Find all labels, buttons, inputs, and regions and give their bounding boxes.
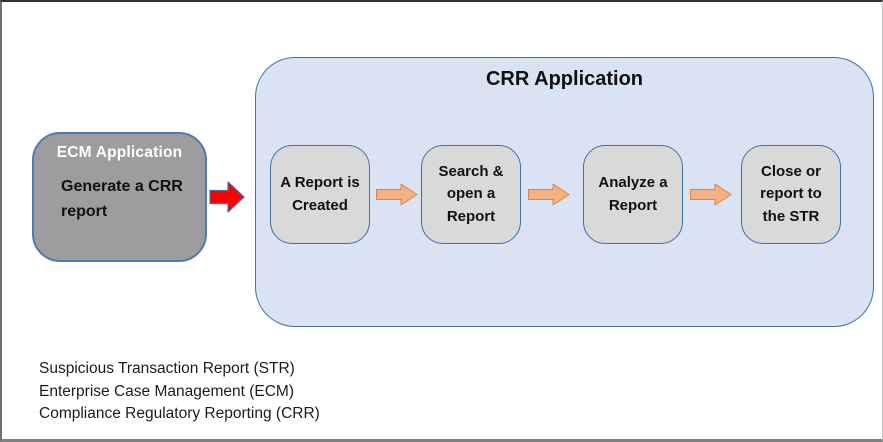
- legend: Suspicious Transaction Report (STR) Ente…: [39, 358, 320, 426]
- red-arrow-icon: [209, 181, 245, 213]
- flow-arrow-icon: [528, 183, 570, 206]
- step-box-close-or-report-str: Close or report to the STR: [741, 145, 841, 244]
- step-label: Search & open a Report: [438, 162, 504, 225]
- step-box-report-created: A Report is Created: [270, 145, 370, 244]
- flow-arrow-icon: [690, 183, 732, 206]
- step-box-search-open-report: Search & open a Report: [421, 145, 521, 244]
- ecm-box-title: ECM Application: [56, 144, 183, 161]
- ecm-box-body: Generate a CRR report: [61, 178, 183, 220]
- legend-line-crr: Compliance Regulatory Reporting (CRR): [39, 405, 320, 422]
- step-label: A Report is Created: [280, 174, 360, 214]
- crr-application-container: CRR Application A Report is Created Sear…: [255, 57, 874, 327]
- legend-line-ecm: Enterprise Case Management (ECM): [39, 382, 294, 400]
- step-label: Close or report to the STR: [760, 162, 822, 225]
- ecm-application-box: ECM Application Generate a CRR report: [32, 132, 207, 262]
- legend-line-str: Suspicious Transaction Report (STR): [39, 360, 295, 377]
- step-label: Analyze a Report: [598, 174, 668, 214]
- step-box-analyze-report: Analyze a Report: [583, 145, 683, 244]
- flow-arrow-icon: [376, 183, 418, 206]
- crr-container-title: CRR Application: [485, 68, 644, 90]
